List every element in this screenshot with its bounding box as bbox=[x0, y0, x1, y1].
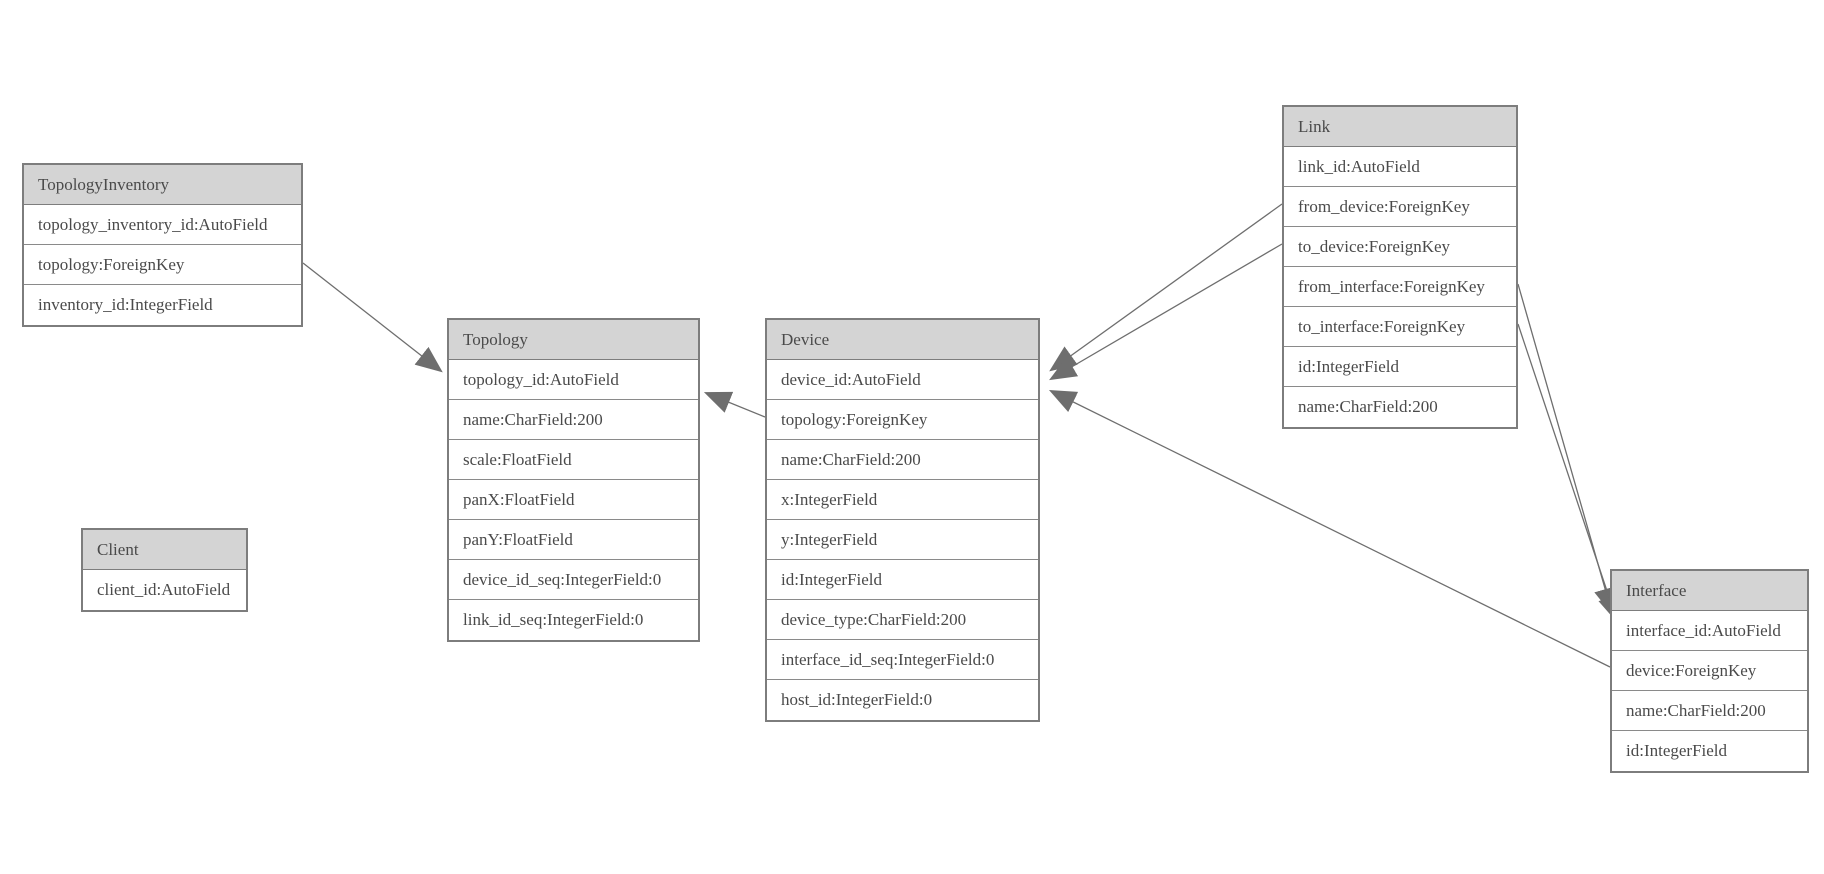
entity-title: Topology bbox=[449, 320, 698, 360]
relation-link-from_device-to-device bbox=[1049, 203, 1283, 372]
entity-field: id:IntegerField bbox=[767, 560, 1038, 600]
entity-field: device_id:AutoField bbox=[767, 360, 1038, 400]
entity-field: from_interface:ForeignKey bbox=[1284, 267, 1516, 307]
entity-field: client_id:AutoField bbox=[83, 570, 246, 610]
entity-field: name:CharField:200 bbox=[767, 440, 1038, 480]
entity-title: Link bbox=[1284, 107, 1516, 147]
entity-field: inventory_id:IntegerField bbox=[24, 285, 301, 325]
entity-field: panX:FloatField bbox=[449, 480, 698, 520]
entity-field: panY:FloatField bbox=[449, 520, 698, 560]
entity-title: Client bbox=[83, 530, 246, 570]
relation-link-to_interface-to-interface bbox=[1517, 323, 1620, 624]
entity-field: interface_id:AutoField bbox=[1612, 611, 1807, 651]
entity-field: id:IntegerField bbox=[1612, 731, 1807, 771]
entity-field: topology:ForeignKey bbox=[767, 400, 1038, 440]
entity-field: link_id_seq:IntegerField:0 bbox=[449, 600, 698, 640]
relation-interface-device-to-device bbox=[1048, 390, 1611, 668]
entity-field: topology_id:AutoField bbox=[449, 360, 698, 400]
entity-field: topology:ForeignKey bbox=[24, 245, 301, 285]
entity-field: interface_id_seq:IntegerField:0 bbox=[767, 640, 1038, 680]
relation-topologyinventory-topology-to-topology bbox=[302, 262, 443, 373]
entity-field: name:CharField:200 bbox=[1612, 691, 1807, 731]
entity-title: Device bbox=[767, 320, 1038, 360]
entity-field: name:CharField:200 bbox=[1284, 387, 1516, 427]
entity-title: Interface bbox=[1612, 571, 1807, 611]
entity-title: TopologyInventory bbox=[24, 165, 301, 205]
relation-device-topology-to-topology bbox=[703, 391, 766, 418]
entity-field: id:IntegerField bbox=[1284, 347, 1516, 387]
entity-field: device_id_seq:IntegerField:0 bbox=[449, 560, 698, 600]
entity-field: to_interface:ForeignKey bbox=[1284, 307, 1516, 347]
entity-field: to_device:ForeignKey bbox=[1284, 227, 1516, 267]
relation-link-to_device-to-device bbox=[1049, 243, 1283, 381]
entity-field: device:ForeignKey bbox=[1612, 651, 1807, 691]
entity-field: name:CharField:200 bbox=[449, 400, 698, 440]
entity-field: from_device:ForeignKey bbox=[1284, 187, 1516, 227]
entity-field: x:IntegerField bbox=[767, 480, 1038, 520]
entity-field: device_type:CharField:200 bbox=[767, 600, 1038, 640]
entity-field: topology_inventory_id:AutoField bbox=[24, 205, 301, 245]
entity-field: link_id:AutoField bbox=[1284, 147, 1516, 187]
entity-field: scale:FloatField bbox=[449, 440, 698, 480]
entity-field: host_id:IntegerField:0 bbox=[767, 680, 1038, 720]
entity-field: y:IntegerField bbox=[767, 520, 1038, 560]
